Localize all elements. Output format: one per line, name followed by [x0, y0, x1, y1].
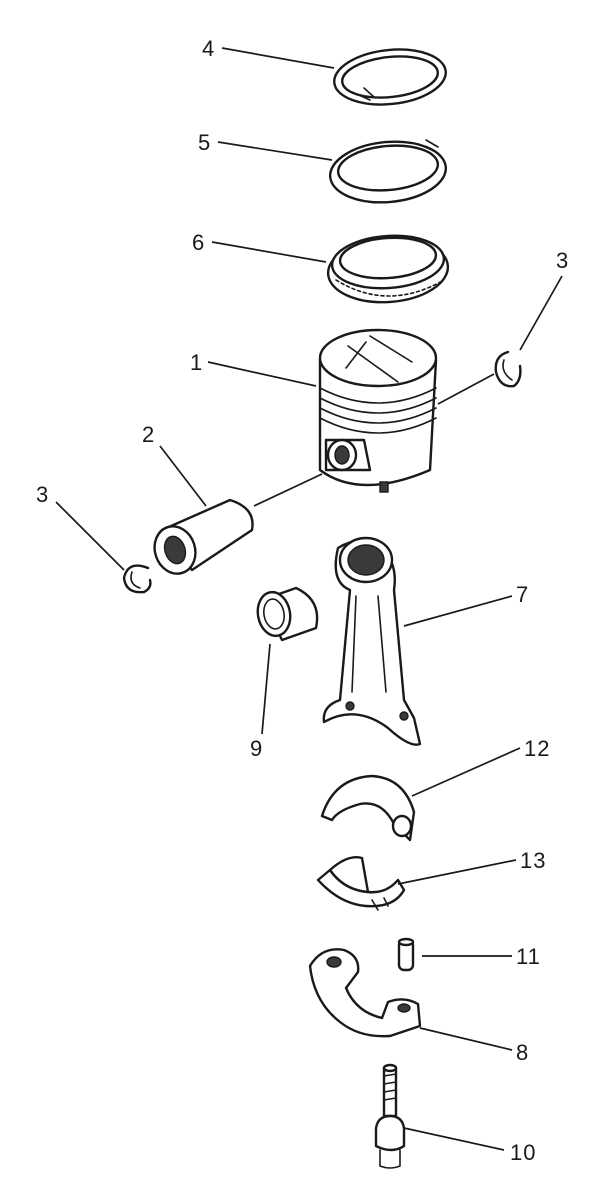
leader-4: [221, 47, 335, 69]
callout-13: 13: [520, 848, 546, 873]
callout-3-left: 3: [36, 482, 49, 507]
snap-ring-left: [122, 564, 152, 594]
leader-6: [211, 241, 327, 263]
leader-12: [411, 747, 521, 797]
callout-5: 5: [198, 130, 211, 155]
leader-lines: [55, 47, 563, 1151]
dowel-pin: [397, 937, 415, 972]
callout-11: 11: [516, 944, 541, 969]
leader-8: [419, 1027, 513, 1051]
callout-6: 6: [192, 230, 205, 255]
callout-8: 8: [516, 1040, 529, 1065]
callout-10: 10: [510, 1140, 536, 1165]
leader-5: [217, 141, 333, 161]
axis-piston-clip: [437, 373, 495, 405]
piston-ring-top: [333, 48, 447, 106]
callout-7: 7: [516, 582, 529, 607]
piston: [318, 328, 438, 493]
callout-9: 9: [250, 736, 263, 761]
small-end-bushing: [256, 586, 319, 642]
leader-7: [403, 595, 513, 627]
leader-3-right: [519, 275, 563, 351]
leader-13: [397, 859, 517, 885]
piston-pin: [153, 498, 254, 575]
callout-1: 1: [190, 350, 203, 375]
rod-bolt: [374, 1063, 406, 1169]
callout-12: 12: [524, 736, 550, 761]
leader-3-left: [55, 501, 125, 571]
piston-ring-second: [328, 139, 448, 204]
leader-2: [159, 445, 207, 507]
callout-labels: 4 5 6 3 1 2 3 7 9 12 13 11 8 10: [36, 36, 569, 1165]
callout-4: 4: [202, 36, 215, 61]
bearing-shell-lower: [316, 856, 406, 911]
axis-pin-piston: [253, 473, 323, 507]
leader-10: [403, 1127, 505, 1151]
connecting-rod: [322, 536, 422, 746]
piston-ring-oil: [326, 234, 450, 304]
bearing-shell-upper: [320, 774, 416, 842]
leader-9: [261, 643, 271, 735]
leader-1: [207, 361, 317, 387]
snap-ring-right: [494, 350, 522, 388]
callout-2: 2: [142, 422, 155, 447]
rod-cap: [308, 948, 422, 1038]
callout-3-right: 3: [556, 248, 569, 273]
